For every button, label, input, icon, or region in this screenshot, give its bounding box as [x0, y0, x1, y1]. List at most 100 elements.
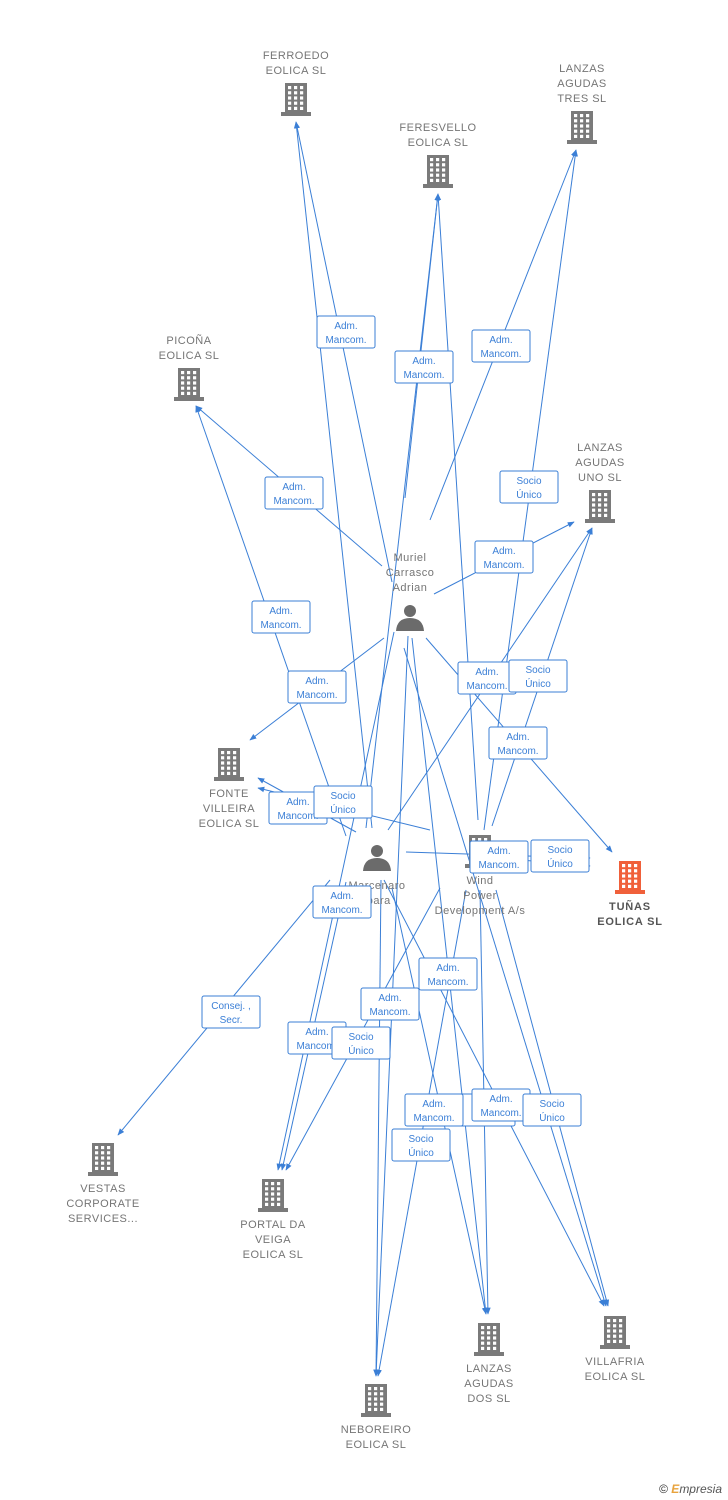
edge-label-text: Único	[348, 1044, 374, 1057]
building-icon	[585, 490, 615, 523]
node-label-line: LANZAS	[559, 63, 605, 75]
edge-label-text: Mancom.	[296, 1041, 337, 1052]
edge-label-marcenaro-portal[interactable]: Adm.Mancom.	[312, 885, 372, 919]
edge-label-marcenaro-tunas[interactable]: Adm.Mancom.	[469, 840, 529, 874]
node-label-line: VESTAS	[80, 1183, 126, 1195]
edge-label-muriel-tunas[interactable]: Adm.Mancom.	[488, 726, 548, 760]
edge-label-text: Mancom.	[480, 349, 521, 360]
edge-label-text: Secr.	[220, 1015, 243, 1026]
building-icon	[214, 748, 244, 781]
edge-label-text: Adm.	[506, 732, 529, 743]
edge-label-text: Adm.	[412, 356, 435, 367]
building-icon	[174, 368, 204, 401]
node-label-line: AGUDAS	[575, 457, 624, 469]
edge-label-marcenaro-villafria[interactable]: Adm.Mancom.	[471, 1088, 531, 1122]
node-label-line: Muriel	[394, 552, 427, 564]
edge-label-text: Socio	[539, 1099, 564, 1110]
node-label-line: PICOÑA	[166, 334, 211, 347]
edge-label-text: Mancom.	[321, 905, 362, 916]
building-icon	[567, 111, 597, 144]
edge-label-text: Único	[547, 857, 573, 870]
edge-label-text: Socio	[516, 476, 541, 487]
node-label-line: TUÑAS	[609, 900, 651, 913]
edge-labels-layer: Adm.Mancom.Adm.Mancom.Adm.Mancom.SocioÚn…	[201, 315, 590, 1162]
edge-label-text: Mancom.	[466, 681, 507, 692]
edge-label-muriel-fonte[interactable]: Adm.Mancom.	[287, 670, 347, 704]
node-label-line: FERROEDO	[263, 50, 329, 62]
edge-label-text: Adm.	[487, 846, 510, 857]
node-label-line: PORTAL DA	[240, 1219, 306, 1231]
edge-label-text: Socio	[330, 791, 355, 802]
edge-label-muriel-lanzas_dos[interactable]: Adm.Mancom.	[418, 957, 478, 991]
edge-label-text: Mancom.	[325, 335, 366, 346]
edge-label-marcenaro-vestas[interactable]: Consej. ,Secr.	[201, 995, 261, 1029]
edge-label-muriel-picona[interactable]: Adm.Mancom.	[264, 476, 324, 510]
edge-label-text: Adm.	[489, 335, 512, 346]
node-label-line: FERESVELLO	[399, 122, 476, 134]
node-lanzas_uno[interactable]: LANZAS AGUDAS UNO SL	[575, 442, 624, 523]
node-vestas[interactable]: VESTASCORPORATESERVICES...	[66, 1143, 139, 1225]
node-label-line: Wind	[466, 875, 493, 887]
edge-label-text: Mancom.	[427, 977, 468, 988]
edge-label-text: Adm.	[305, 1027, 328, 1038]
edge-label-muriel-lanzas_tres[interactable]: Adm. Mancom.	[471, 329, 531, 363]
node-feresvello[interactable]: FERESVELLO EOLICA SL	[399, 122, 476, 188]
node-label-line: LANZAS	[577, 442, 623, 454]
node-label-line: UNO SL	[578, 472, 622, 484]
building-icon	[423, 155, 453, 188]
edge-label-text: Mancom.	[483, 560, 524, 571]
edge-label-muriel-lanzas_uno[interactable]: Adm.Mancom.	[474, 540, 534, 574]
edge-label-text: Adm.	[305, 676, 328, 687]
building-icon	[600, 1316, 630, 1349]
node-label-line: EOLICA SL	[199, 818, 260, 830]
edge-label-text: Adm.	[269, 606, 292, 617]
edge-label-text: Mancom.	[260, 620, 301, 631]
edge-label-muriel-ferroedo[interactable]: Adm. Mancom.	[316, 315, 376, 349]
edge-label-text: Socio	[408, 1134, 433, 1145]
building-icon	[258, 1179, 288, 1212]
edge-line-marcenaro-neboreiro	[373, 879, 382, 1377]
node-label-line: FONTE	[209, 788, 249, 800]
edge-label-text: Adm.	[422, 1099, 445, 1110]
edge-label-text: Adm.	[475, 667, 498, 678]
edge-label-text: Único	[516, 488, 542, 501]
edge-label-marcenaro-fonte[interactable]: Adm.Mancom.	[268, 791, 328, 825]
building-icon	[88, 1143, 118, 1176]
brand-name: Empresia	[671, 1482, 722, 1496]
edge-label-text: Único	[330, 803, 356, 816]
edge-label-text: Mancom.	[273, 496, 314, 507]
edge-label-muriel-feresvello[interactable]: Adm. Mancom.	[394, 350, 454, 384]
edge-label-text: Adm.	[334, 321, 357, 332]
edge-label-marcenaro-lanzas_uno[interactable]: Adm. Mancom.	[457, 661, 517, 695]
edge-label-text: Mancom.	[403, 370, 444, 381]
edge-label-marcenaro-picona[interactable]: Adm. Mancom.	[251, 600, 311, 634]
edge-label-marcenaro-lanzas_dos[interactable]: Adm.Mancom.	[360, 987, 420, 1021]
building-icon	[615, 861, 645, 894]
footer-brand[interactable]: © Empresia	[659, 1482, 722, 1496]
edge-label-muriel-neboreiro[interactable]: Adm.Mancom.	[404, 1093, 464, 1127]
node-label-line: TRES SL	[557, 93, 606, 105]
node-label-line: NEBOREIRO	[341, 1424, 412, 1436]
node-label-line: EOLICA SL	[408, 137, 469, 149]
edge-label-text: Adm.	[286, 797, 309, 808]
node-label-line: EOLICA SL	[243, 1249, 304, 1261]
